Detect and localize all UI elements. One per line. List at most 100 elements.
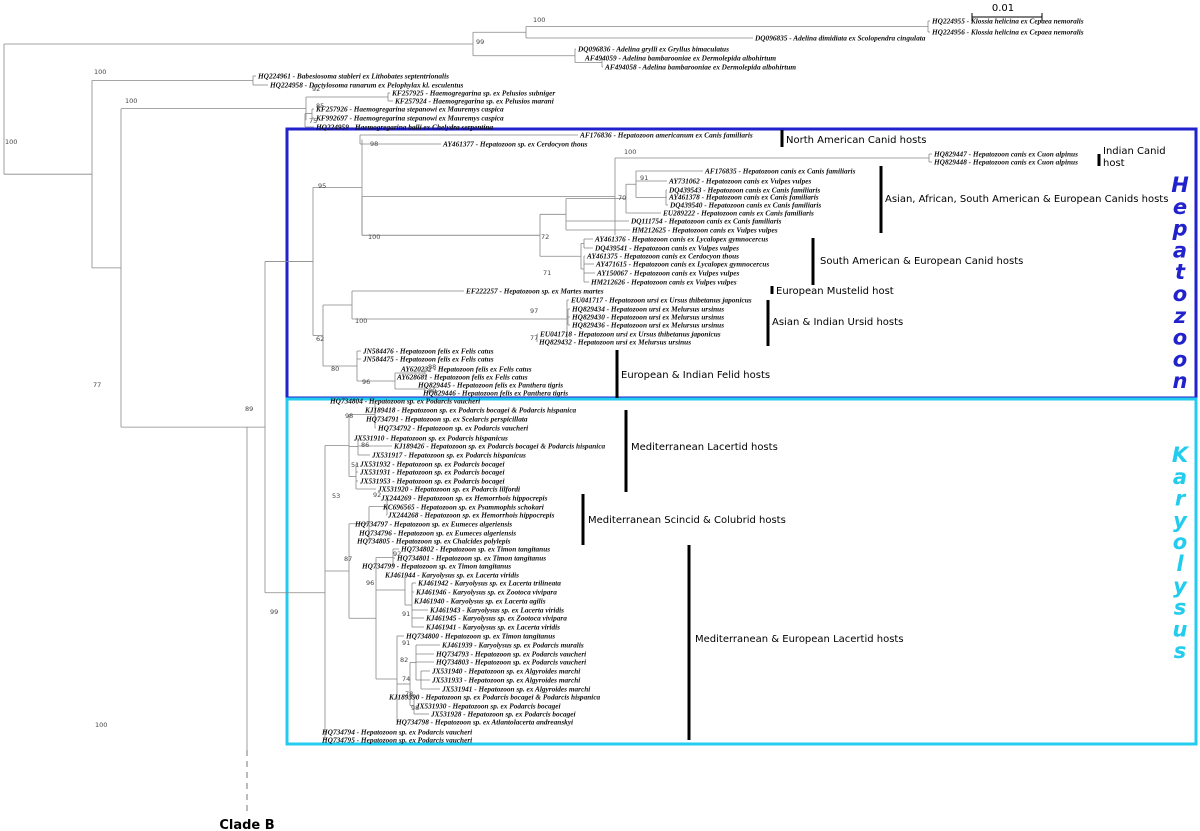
genus-letter: z [1173, 304, 1187, 328]
genus-label-hepatozoon: Hepatozoon [1171, 173, 1189, 393]
taxon-label: AY461375 - Hepatozoon canis ex Cerdocyon… [586, 252, 739, 261]
genus-letter: o [1173, 530, 1187, 554]
tree-branches [3, 20, 932, 750]
taxon-label: HQ734799 - Hepatozoon sp. ex Timon tangi… [361, 562, 511, 571]
bootstrap-value: 95 [318, 182, 326, 190]
taxon-label: HQ224961 - Babesiosoma stableri ex Litho… [257, 72, 449, 81]
genus-letter: l [1176, 552, 1184, 576]
taxon-label: HQ224959 - Haemogregarina balli ex Chely… [315, 123, 494, 132]
taxon-label: DQ111754 - Hepatozoon canis ex Canis fam… [630, 217, 782, 226]
taxon-label: HQ734796 - Hepatozoon sp. ex Eumeces alg… [358, 529, 516, 538]
taxon-label: JX531928 - Hepatozoon sp. ex Podarcis bo… [430, 710, 576, 719]
taxon-label: HQ734805 - Hepatozoon sp. ex Chalcides p… [356, 537, 511, 546]
taxon-label: KJ189426 - Hepatozoon sp. ex Podarcis bo… [393, 442, 606, 451]
taxon-label: DQ439541 - Hepatozoon canis ex Vulpes vu… [594, 244, 739, 253]
taxon-label: HQ734791 - Hepatozoon sp. ex Scelarcis p… [365, 415, 528, 424]
taxon-label: KJ461942 - Karyolysus sp. ex Lacerta tri… [417, 579, 561, 588]
taxon-label: HQ829432 - Hepatozoon ursi ex Melursus u… [538, 338, 691, 347]
host-group-label: Indian Canid [1103, 146, 1166, 157]
bootstrap-value: 100 [368, 233, 380, 241]
bootstrap-value: 85 [316, 102, 324, 110]
bootstrap-value: 100 [95, 721, 107, 729]
taxon-label: HQ734804 - Hepatozoon sp. ex Podarcis va… [329, 397, 480, 406]
taxon-label: DQ439543 - Hepatozoon canis ex Canis fam… [668, 186, 820, 195]
taxon-label: HQ829448 - Hepatozoon canis ex Cuon alpi… [933, 158, 1078, 167]
taxon-labels: HQ224955 - Klossia helicina ex Cepaea ne… [257, 17, 1084, 745]
taxon-label: DQ096835 - Adelina dimidiata ex Scolopen… [754, 34, 926, 43]
host-group-label: Asian, African, South American & Europea… [885, 194, 1168, 205]
taxon-label: JN584475 - Hepatozoon felis ex Felis cat… [362, 355, 494, 364]
taxon-label: KJ461943 - Karyolysus sp. ex Lacerta vir… [429, 606, 564, 615]
taxon-label: HQ734803 - Hepatozoon sp. ex Podarcis va… [435, 658, 586, 667]
genus-letter: n [1173, 369, 1188, 393]
taxon-label: KJ461940 - Karyolysus sp. ex Lacerta agi… [413, 597, 546, 606]
host-group-label: host [1103, 158, 1125, 169]
bootstrap-value: 100 [624, 148, 636, 156]
bootstrap-value: 72 [541, 233, 549, 241]
bootstrap-value: 70 [618, 194, 626, 202]
taxon-label: HQ734802 - Hepatozoon sp. ex Timon tangi… [400, 545, 550, 554]
taxon-label: HQ734797 - Hepatozoon sp. ex Eumeces alg… [354, 520, 512, 529]
taxon-label: JX531917 - Hepatozoon sp. ex Podarcis hi… [371, 451, 526, 460]
bootstrap-value: 96 [362, 378, 370, 386]
genus-letter: t [1175, 260, 1186, 284]
bootstrap-value: 99 [476, 38, 484, 46]
bootstrap-value: 87 [344, 555, 352, 563]
genus-letter: y [1173, 508, 1188, 532]
host-group-label: Asian & Indian Ursid hosts [772, 317, 903, 328]
taxon-label: KJ461944 - Karyolysus sp. ex Lacerta vir… [384, 571, 519, 580]
taxon-label: HQ829446 - Hepatozoon felis ex Panthera … [422, 389, 568, 398]
bootstrap-value: 99 [270, 608, 278, 616]
taxon-label: EU041717 - Hepatozoon ursi ex Ursus thib… [570, 296, 752, 305]
taxon-label: HQ734800 - Hepatozoon sp. ex Timon tangi… [405, 632, 555, 641]
taxon-label: KJ461941 - Karyolysus sp. ex Lacerta vir… [425, 623, 560, 632]
taxon-label: HQ734793 - Hepatozoon sp. ex Podarcis va… [435, 650, 586, 659]
bootstrap-value: 98 [411, 704, 419, 712]
genus-letter: a [1173, 465, 1187, 489]
genus-letter: s [1174, 639, 1187, 663]
taxon-label: DQ439540 - Hepatozoon canis ex Canis fam… [669, 201, 821, 210]
taxon-label: HQ734798 - Hepatozoon sp. ex Atlantolace… [395, 718, 573, 727]
taxon-label: HQ829436 - Hepatozoon ursi ex Melursus u… [571, 321, 724, 330]
taxon-label: KJ461946 - Karyolysus sp. ex Zootoca viv… [415, 588, 557, 597]
taxon-label: JX531910 - Hepatozoon sp. ex Podarcis hi… [353, 434, 508, 443]
taxon-label: KC696565 - Hepatozoon sp. ex Psammophis … [382, 503, 544, 512]
genus-letter: e [1173, 195, 1187, 219]
bootstrap-value: 91 [402, 639, 410, 647]
taxon-label: AY150067 - Hepatozoon canis ex Vulpes vu… [596, 269, 739, 278]
bootstrap-value: 100 [125, 97, 137, 105]
taxon-label: HM212626 - Hepatozoon canis ex Vulpes vu… [590, 278, 737, 287]
genus-letter: s [1174, 596, 1187, 620]
karyolysus-box [285, 397, 1198, 746]
bootstrap-value: 51 [351, 461, 359, 469]
taxon-label: KF257926 - Haemogregarina stepanowi ex M… [315, 105, 504, 114]
taxon-label: HQ224955 - Klossia helicina ex Cepaea ne… [931, 17, 1084, 26]
bootstrap-value: 100 [94, 68, 106, 76]
bootstrap-value: 100 [533, 16, 545, 24]
genus-letter: o [1173, 326, 1187, 350]
genus-letter: K [1172, 443, 1190, 467]
taxon-label: JX531920 - Hepatozoon sp. ex Podarcis li… [377, 485, 520, 494]
host-group-label: South American & European Canid hosts [820, 256, 1023, 267]
bootstrap-value: 82 [400, 656, 408, 664]
bootstrap-value: 77 [93, 381, 101, 389]
taxon-label: JX531932 - Hepatozoon sp. ex Podarcis bo… [359, 460, 505, 469]
bootstrap-value: 75 [309, 117, 317, 125]
genus-letter: H [1171, 173, 1189, 197]
taxon-label: EU041718 - Hepatozoon ursi ex Ursus thib… [539, 330, 721, 339]
taxon-label: DQ096836 - Adelina grylli ex Gryllus bim… [577, 45, 729, 54]
genus-letter: a [1173, 238, 1187, 262]
bootstrap-value: 53 [332, 492, 340, 500]
taxon-label: KF992697 - Haemogregarina stepanowi ex M… [315, 114, 504, 123]
bootstrap-value: 100 [355, 317, 367, 325]
bootstrap-value: 88 [428, 363, 436, 371]
taxon-label: AF494059 - Adelina bambarooniae ex Dermo… [584, 54, 776, 63]
taxon-label: AY620232 - Hepatozoon felis ex Felis cat… [400, 365, 532, 374]
taxon-label: HQ829445 - Hepatozoon felis ex Panthera … [417, 381, 563, 390]
taxon-label: HQ734792 - Hepatozoon sp. ex Podarcis va… [377, 424, 528, 433]
taxon-label: HQ734801 - Hepatozoon sp. ex Timon tangi… [396, 554, 546, 563]
genus-letter: y [1173, 574, 1188, 598]
taxon-label: KJ461945 - Karyolysus sp. ex Zootoca viv… [425, 614, 567, 623]
